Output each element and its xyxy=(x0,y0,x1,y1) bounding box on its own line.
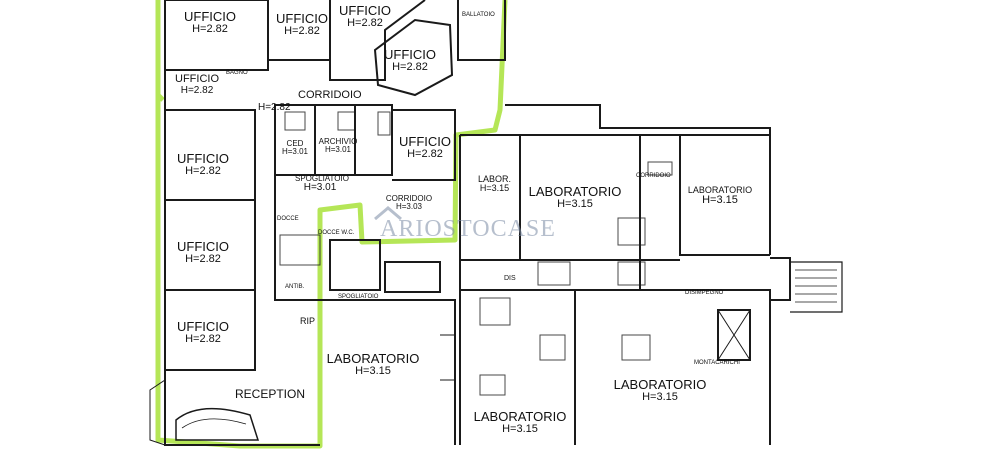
room-height: H=2.82 xyxy=(185,164,221,177)
room-name: UFFICIO xyxy=(339,3,391,18)
room-height: H=3.03 xyxy=(395,202,423,212)
room-name: UFFICIO xyxy=(184,9,236,24)
room-height: H=2.82 xyxy=(180,84,214,96)
room-reception: RECEPTION xyxy=(225,388,315,401)
room-height: H=2.82 xyxy=(347,16,383,29)
room-name: LABORATORIO xyxy=(326,351,420,366)
label-montacarichi: MONTACARICHI xyxy=(694,360,740,366)
label-ballatoio: BALLATOIO xyxy=(462,12,495,18)
room-name: UFFICIO xyxy=(175,73,219,85)
room-height: H=2.82 xyxy=(185,332,221,345)
room-height: H=2.82 xyxy=(407,147,443,160)
room-name: LABORATORIO xyxy=(613,377,707,392)
label-corridoio-small: CORRIDOIO xyxy=(636,173,671,179)
label-dis: DIS xyxy=(504,275,516,282)
label-rip: RIP xyxy=(300,316,316,326)
label-bagno: BAGNO xyxy=(226,70,248,76)
room-height: H=3.15 xyxy=(502,422,538,435)
room-labor-small: LABOR.H=3.15 xyxy=(472,174,517,194)
room-name: UFFICIO xyxy=(177,319,229,334)
room-name: UFFICIO xyxy=(177,239,229,254)
room-name: UFFICIO xyxy=(384,47,436,62)
room-height: H=2.82 xyxy=(258,101,291,113)
room-name: CED xyxy=(286,139,304,148)
room-height: H=3.01 xyxy=(324,145,352,155)
room-height: H=3.15 xyxy=(642,390,678,403)
room-height: H=3.15 xyxy=(479,183,510,194)
room-height: H=3.15 xyxy=(702,194,738,207)
room-name: UFFICIO xyxy=(177,151,229,166)
label-antibagno: ANTIB. xyxy=(285,284,305,290)
label-docce: DOCCE xyxy=(277,216,299,222)
room-corridoio-1: CORRIDOIO H=2.82 xyxy=(258,86,362,113)
room-name: SPOGLIATOIO xyxy=(295,174,349,183)
room-name: UFFICIO xyxy=(399,134,451,149)
label-spogliatoio: SPOGLIATOIO xyxy=(338,294,379,300)
room-height: H=2.82 xyxy=(192,22,228,35)
wall-details xyxy=(279,111,673,396)
label-disimpegno: DISIMPEGNO xyxy=(685,290,724,296)
room-name: UFFICIO xyxy=(276,11,328,26)
house-roof-icon xyxy=(374,206,402,220)
room-height: H=3.15 xyxy=(557,197,593,210)
room-name: ARCHIVIO xyxy=(318,137,358,146)
room-height: H=2.82 xyxy=(185,252,221,265)
watermark-brand: ARIOSTOCASE xyxy=(380,216,556,242)
room-name: LABORATORIO xyxy=(528,184,622,199)
room-height: H=2.82 xyxy=(284,24,320,37)
room-height: H=2.82 xyxy=(392,60,428,73)
room-name: CORRIDOIO xyxy=(298,89,362,101)
watermark-logo: ARIOSTOCASE xyxy=(372,206,622,246)
room-name: RECEPTION xyxy=(234,387,305,401)
room-height: H=3.15 xyxy=(355,364,391,377)
label-docce-wc: DOCCE W.C. xyxy=(318,230,355,236)
room-name: CORRIDOIO xyxy=(385,194,433,203)
room-name: LABORATORIO xyxy=(687,185,753,195)
room-name: LABORATORIO xyxy=(473,409,567,424)
room-height: H=3.01 xyxy=(281,147,309,157)
room-height: H=3.01 xyxy=(303,182,337,194)
room-name: LABOR. xyxy=(477,174,511,184)
